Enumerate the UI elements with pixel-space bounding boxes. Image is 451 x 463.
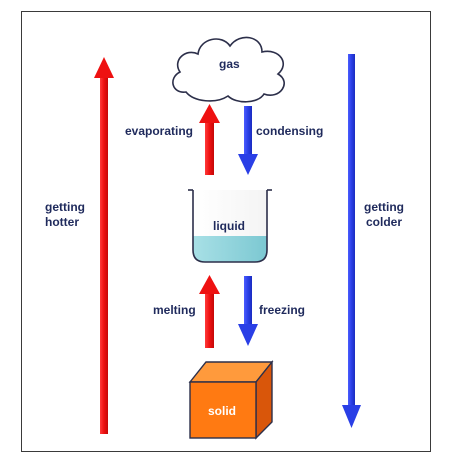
freezing-label: freezing (259, 303, 306, 317)
getting-colder-label-line2: colder (366, 215, 403, 229)
condensing-label: condensing (256, 124, 324, 138)
gas-cloud (172, 36, 285, 103)
evaporating-arrow (199, 104, 220, 175)
getting-hotter-label-line1: getting (45, 200, 85, 214)
getting-hotter-label-line2: hotter (45, 215, 79, 229)
getting-colder-arrow (342, 54, 361, 428)
solid-label: solid (208, 404, 237, 418)
liquid-label: liquid (213, 219, 245, 233)
gas-label: gas (219, 57, 240, 71)
melting-arrow (199, 275, 220, 348)
condensing-arrow (238, 106, 258, 175)
freezing-arrow (238, 276, 258, 346)
solid-block (188, 360, 274, 440)
evaporating-label: evaporating (125, 124, 194, 138)
melting-label: melting (153, 303, 196, 317)
liquid-beaker (188, 189, 272, 263)
liquid-fill (193, 236, 267, 262)
getting-colder-label-line1: getting (364, 200, 404, 214)
getting-hotter-arrow (94, 57, 114, 434)
